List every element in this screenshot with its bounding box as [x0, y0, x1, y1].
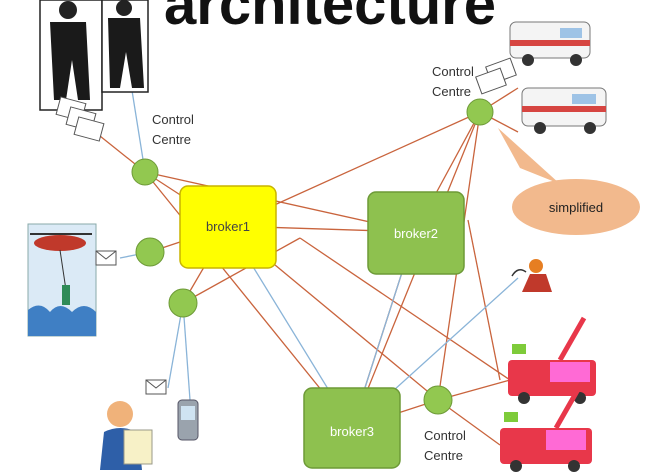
fire-truck-icon	[508, 316, 596, 404]
control-centre-label-line: Centre	[152, 132, 191, 147]
link-line	[182, 237, 301, 304]
control-centre-label-line: Control	[424, 428, 466, 443]
nodes	[131, 98, 494, 415]
mobile-phone-icon	[177, 399, 199, 441]
callout-pointer	[498, 128, 560, 184]
node-circle	[168, 288, 198, 318]
page-title: architecture	[164, 0, 496, 37]
link-line	[182, 302, 191, 401]
control-centre-node	[131, 158, 159, 186]
broker2-box[interactable]	[367, 191, 465, 275]
control-centre-node	[466, 98, 494, 126]
link-line	[299, 237, 511, 381]
control-centre-label-line: Control	[432, 64, 474, 79]
control-centre-label-line: Centre	[432, 84, 471, 99]
envelope-icon	[95, 250, 117, 266]
broker1-box[interactable]	[179, 185, 277, 269]
envelope-icon	[145, 379, 167, 395]
person-reading-icon	[100, 401, 153, 470]
broker3-box[interactable]	[303, 387, 401, 469]
control-centre-label-2: Control Centre	[432, 64, 478, 99]
envelopes-icon	[475, 57, 517, 95]
callout-text: simplified	[549, 200, 603, 215]
callout-bubble	[512, 179, 640, 235]
police-officers-icon	[39, 0, 149, 111]
rescue-person-icon	[511, 259, 552, 292]
ambulance-icon	[509, 21, 591, 66]
control-centre-node	[423, 385, 453, 415]
fire-truck-icon	[500, 384, 592, 472]
link-line	[129, 77, 146, 173]
control-centre-label-1: Control Centre	[152, 112, 198, 147]
broker3-label: broker3	[330, 424, 374, 439]
node-circle	[135, 237, 165, 267]
broker1-label: broker1	[206, 219, 250, 234]
control-centre-label-line: Centre	[424, 448, 463, 463]
control-centre-label-3: Control Centre	[424, 428, 470, 463]
envelopes-icon	[55, 96, 105, 142]
broker2-label: broker2	[394, 226, 438, 241]
ambulance-icon	[521, 87, 607, 134]
helicopter-rescue-icon	[27, 223, 97, 337]
control-centre-label-line: Control	[152, 112, 194, 127]
link-line	[467, 219, 501, 381]
